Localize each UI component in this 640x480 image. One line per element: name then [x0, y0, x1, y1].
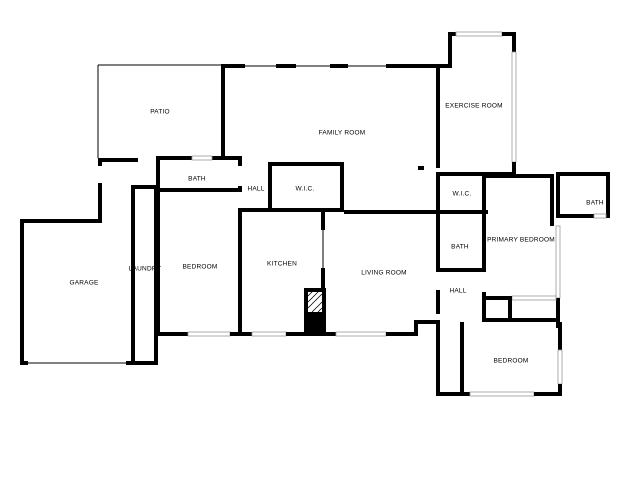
label-garage: GARAGE	[69, 280, 98, 287]
label-bedroom-left: BEDROOM	[183, 264, 218, 271]
exercise-room-walls	[436, 31, 517, 176]
family-room-walls	[221, 64, 452, 170]
label-bath-far-right: BATH	[586, 200, 604, 207]
bedroom-right-walls	[436, 320, 563, 397]
label-exercise-room: EXERCISE ROOM	[445, 103, 503, 110]
bath-far-right-walls	[556, 172, 610, 219]
label-primary-bedroom: PRIMARY BEDROOM	[487, 237, 555, 244]
label-bath-right: BATH	[451, 244, 469, 251]
fireplace	[304, 288, 326, 334]
label-bedroom-right: BEDROOM	[494, 358, 529, 365]
label-laundry: LAUNDRY	[129, 266, 162, 273]
label-bath-upper-left: BATH	[188, 176, 206, 183]
label-wic-right: W.I.C.	[453, 191, 472, 198]
bedroom-left-walls	[156, 155, 242, 336]
label-wic-upper: W.I.C.	[296, 186, 315, 193]
label-hall-right: HALL	[449, 288, 466, 295]
garage-walls	[20, 158, 158, 365]
label-hall-upper: HALL	[247, 186, 264, 193]
label-patio: PATIO	[150, 109, 170, 116]
label-living-room: LIVING ROOM	[361, 270, 407, 277]
right-wing-walls	[436, 172, 561, 328]
label-kitchen: KITCHEN	[267, 261, 297, 268]
wic-hall-walls	[238, 162, 344, 212]
label-family-room: FAMILY ROOM	[319, 130, 366, 137]
